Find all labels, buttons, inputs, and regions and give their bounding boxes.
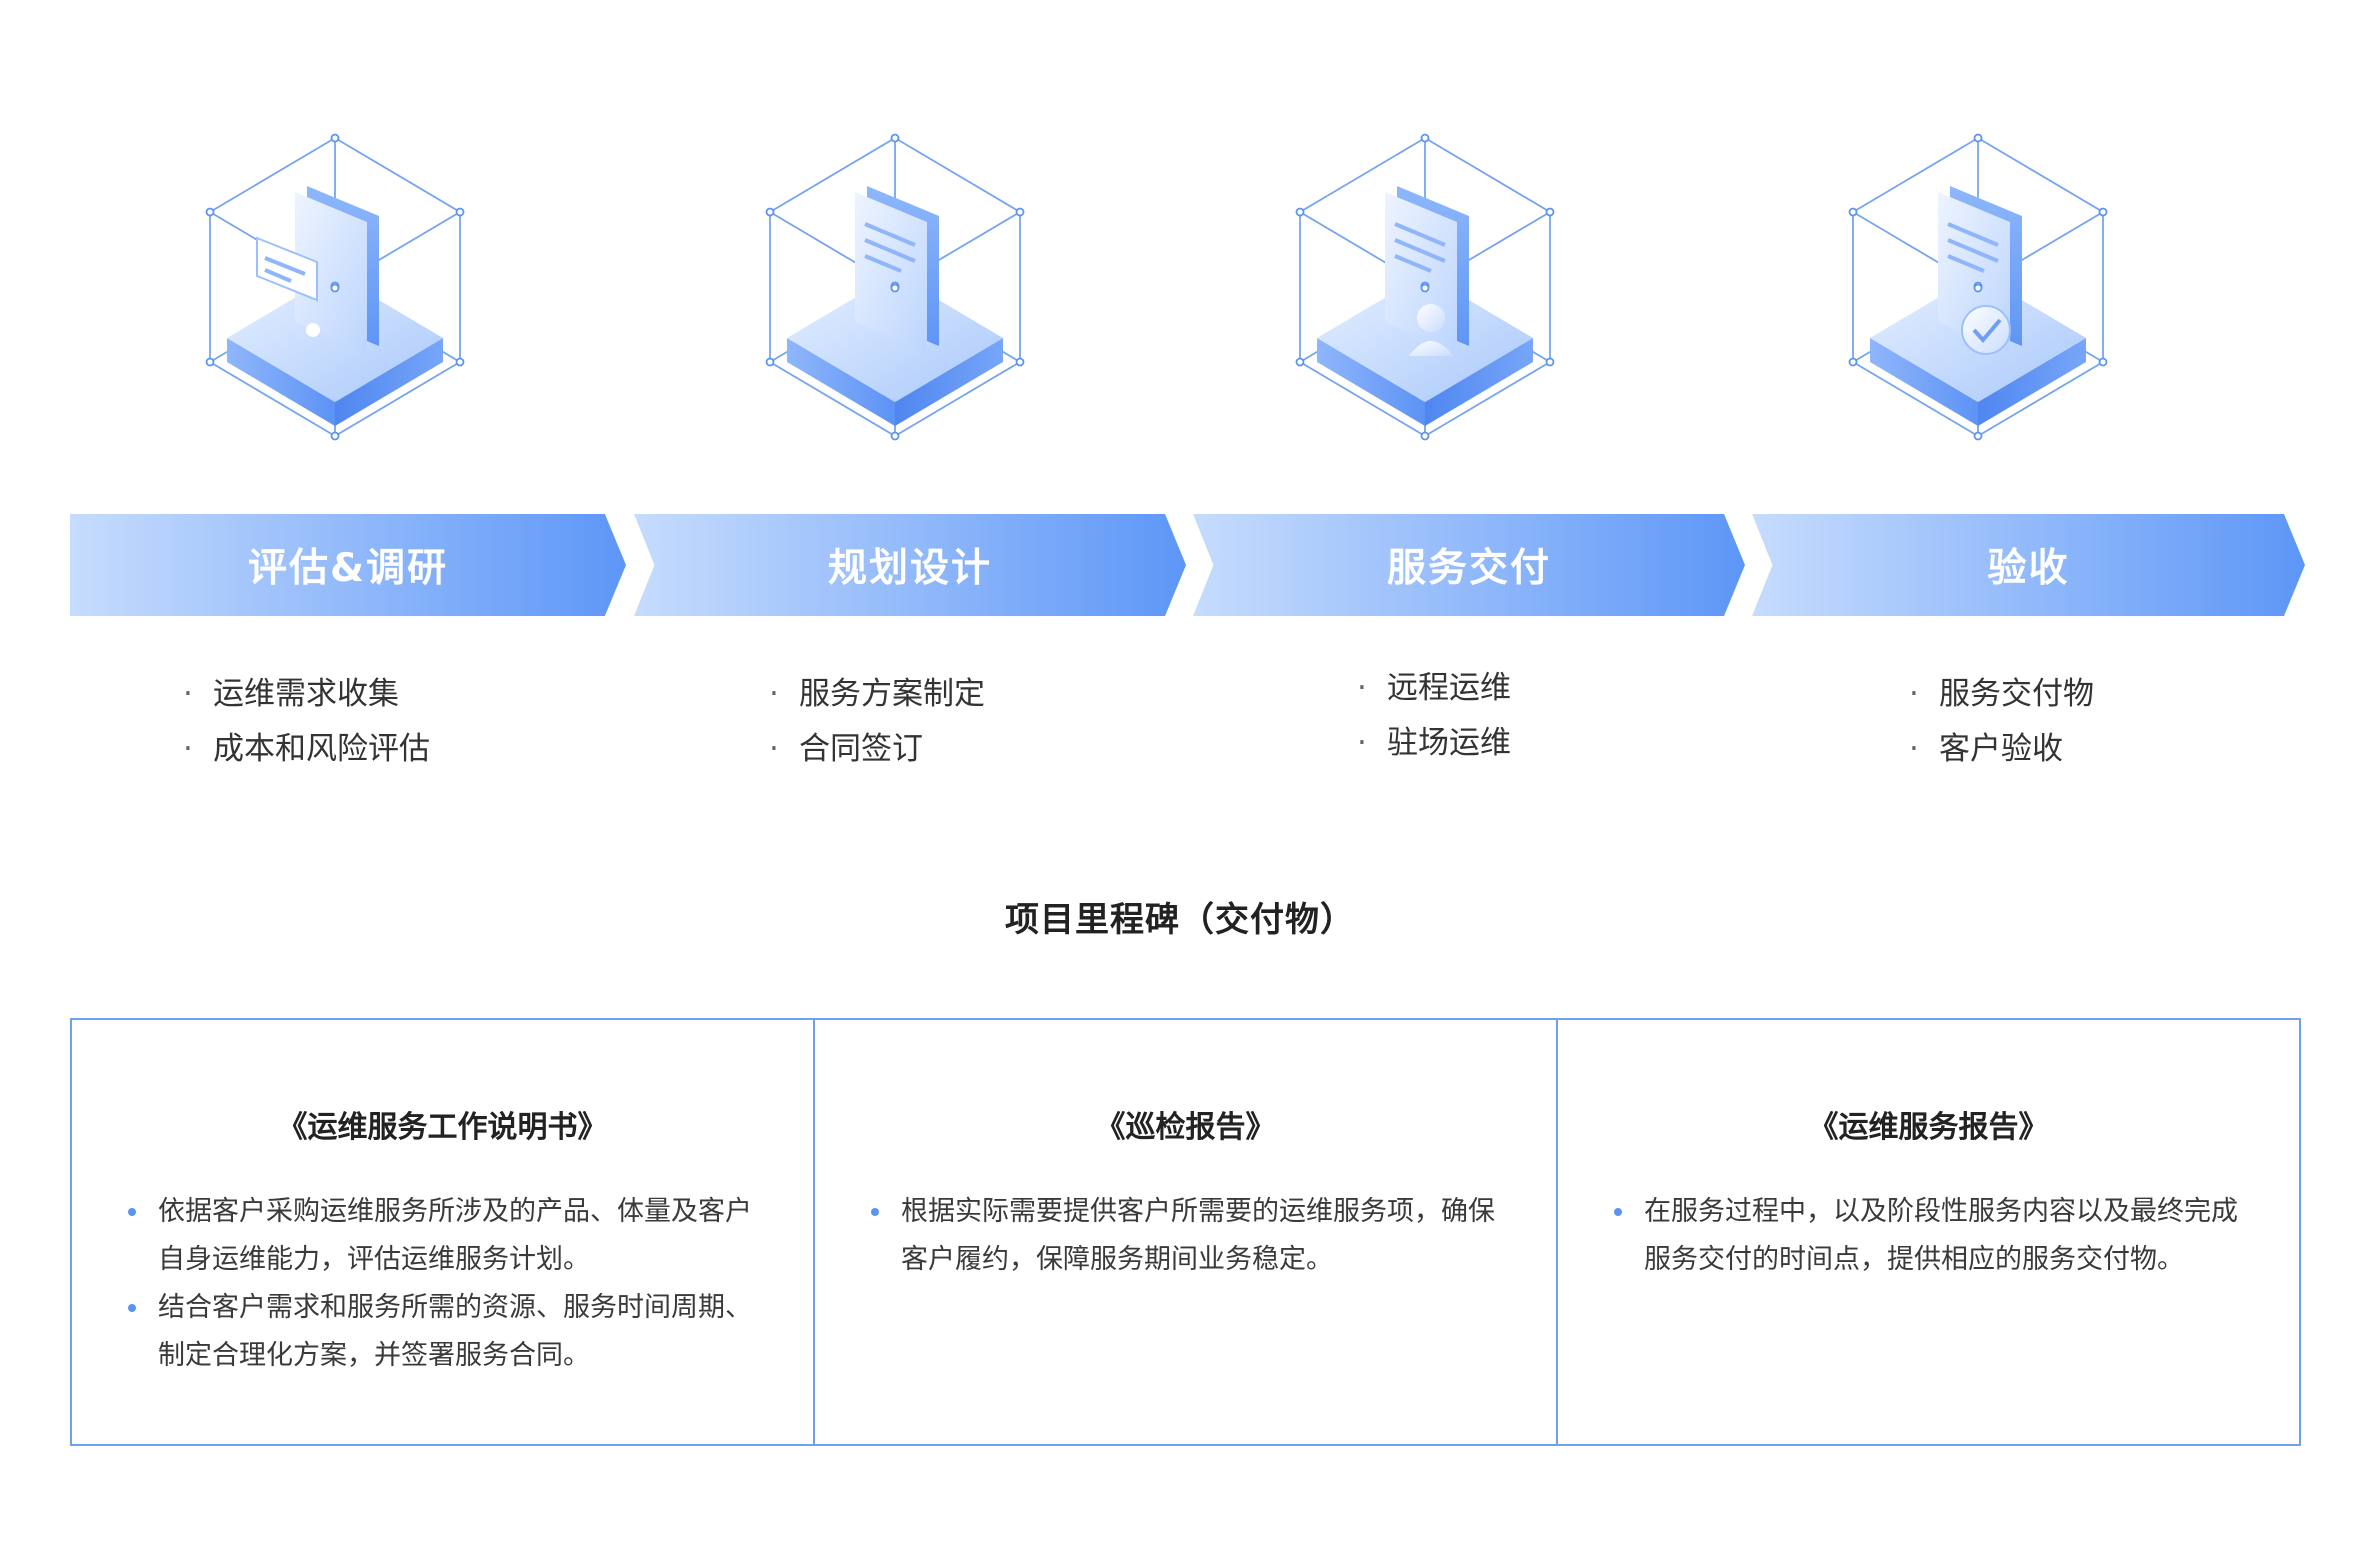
list-item: ·驻场运维: [1357, 716, 1511, 771]
list-item: 在服务过程中，以及阶段性服务内容以及最终完成服务交付的时间点，提供相应的服务交付…: [1614, 1188, 2259, 1284]
milestone-card-inspection-report: 《巡检报告》 根据实际需要提供客户所需要的运维服务项，确保客户履约，保障服务期间…: [813, 1020, 1556, 1444]
list-item: 依据客户采购运维服务所涉及的产品、体量及客户自身运维能力，评估运维服务计划。: [128, 1188, 773, 1284]
milestones-table: 《运维服务工作说明书》 依据客户采购运维服务所涉及的产品、体量及客户自身运维能力…: [70, 1018, 2301, 1446]
document-with-approval-icon: [1848, 133, 2108, 441]
stage-title: 验收: [1987, 546, 2070, 591]
bullet-dot: ·: [1357, 725, 1367, 761]
bullet-dot: ·: [183, 676, 193, 712]
milestone-items: 根据实际需要提供客户所需要的运维服务项，确保客户履约，保障服务期间业务稳定。: [871, 1188, 1516, 1284]
stage-arrow-planning: 规划设计: [634, 514, 1186, 616]
list-item: ·服务交付物: [1909, 667, 2094, 722]
stage-items-delivery: ·远程运维 ·驻场运维: [1357, 661, 1511, 771]
list-item: ·运维需求收集: [183, 667, 430, 722]
stage-title: 评估&调研: [247, 546, 448, 591]
list-item: ·服务方案制定: [769, 667, 985, 722]
milestones-title: 项目里程碑（交付物）: [1005, 900, 1355, 940]
bullet-dot: ·: [1909, 676, 1919, 712]
stage-items-planning: ·服务方案制定 ·合同签订: [769, 667, 985, 777]
list-item: ·成本和风险评估: [183, 722, 430, 777]
bullet-dot: ·: [769, 731, 779, 767]
milestone-title: 《运维服务报告》: [1808, 1110, 2049, 1145]
stage-title: 规划设计: [827, 546, 992, 591]
milestone-items: 在服务过程中，以及阶段性服务内容以及最终完成服务交付的时间点，提供相应的服务交付…: [1614, 1188, 2259, 1284]
list-item: 根据实际需要提供客户所需要的运维服务项，确保客户履约，保障服务期间业务稳定。: [871, 1188, 1516, 1284]
bullet-dot: ·: [1909, 731, 1919, 767]
list-item: 结合客户需求和服务所需的资源、服务时间周期、制定合理化方案，并签署服务合同。: [128, 1284, 773, 1380]
stage-items-acceptance: ·服务交付物 ·客户验收: [1909, 667, 2094, 777]
stage-title: 服务交付: [1386, 546, 1551, 591]
milestone-card-service-report: 《运维服务报告》 在服务过程中，以及阶段性服务内容以及最终完成服务交付的时间点，…: [1556, 1020, 2299, 1444]
stage-arrow-assessment: 评估&调研: [70, 514, 626, 616]
bullet-dot: ·: [183, 731, 193, 767]
stage-items-assessment: ·运维需求收集 ·成本和风险评估: [183, 667, 430, 777]
document-with-chat-icon: [205, 133, 465, 441]
document-icon: [765, 133, 1025, 441]
bullet-dot: ·: [769, 676, 779, 712]
bullet-dot: ·: [1357, 670, 1367, 706]
list-item: ·合同签订: [769, 722, 985, 777]
stage-arrow-acceptance: 验收: [1752, 514, 2305, 616]
stage-arrow-delivery: 服务交付: [1193, 514, 1745, 616]
list-item: ·远程运维: [1357, 661, 1511, 716]
milestone-card-work-statement: 《运维服务工作说明书》 依据客户采购运维服务所涉及的产品、体量及客户自身运维能力…: [72, 1020, 813, 1444]
document-with-person-icon: [1295, 133, 1555, 441]
list-item: ·客户验收: [1909, 722, 2094, 777]
milestone-items: 依据客户采购运维服务所涉及的产品、体量及客户自身运维能力，评估运维服务计划。 结…: [128, 1188, 773, 1380]
milestone-title: 《巡检报告》: [1095, 1110, 1276, 1145]
milestone-title: 《运维服务工作说明书》: [277, 1110, 608, 1145]
